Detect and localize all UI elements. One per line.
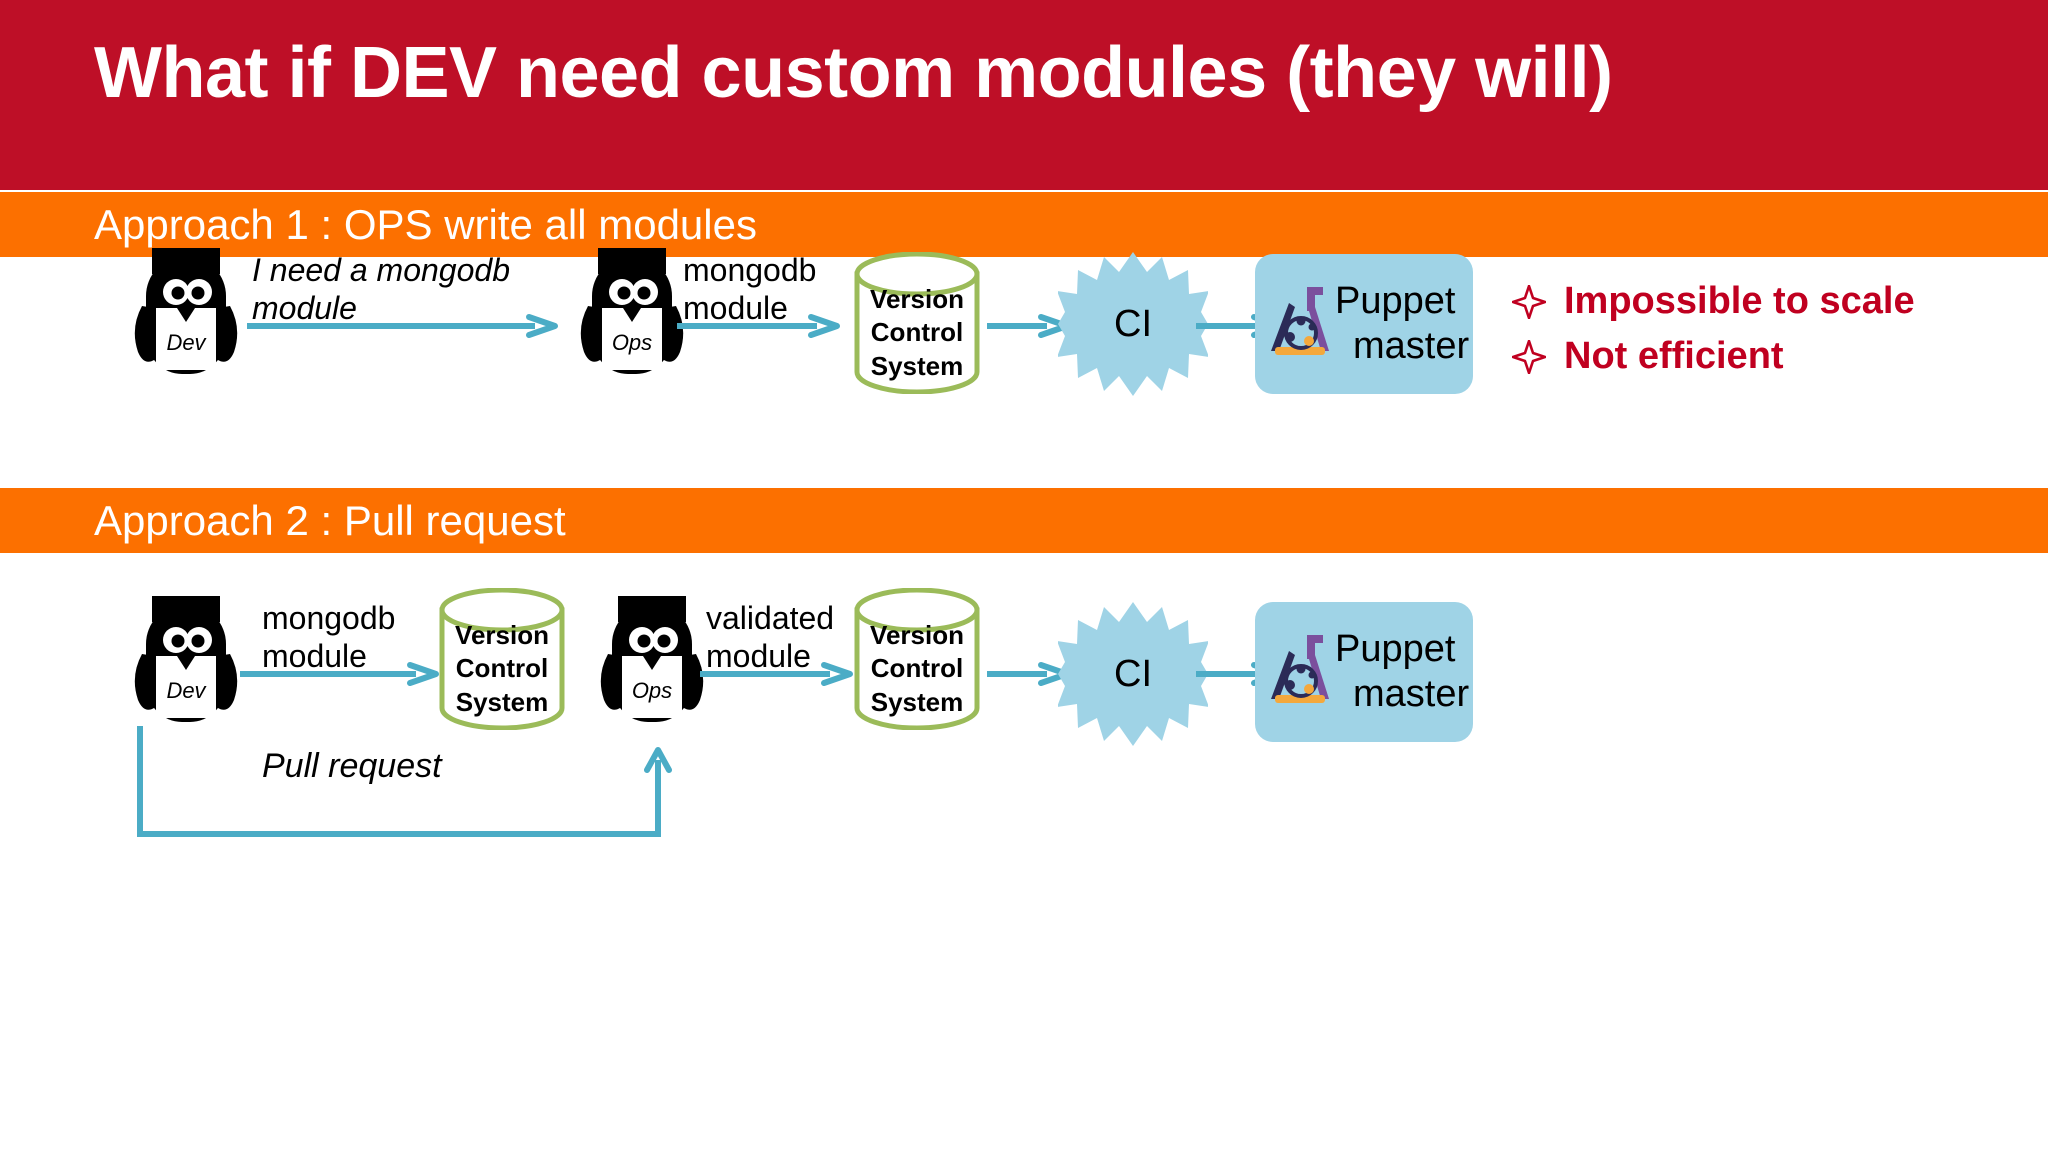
star-bullet-icon bbox=[1512, 339, 1546, 374]
burst-ci-2: CI bbox=[1058, 600, 1208, 748]
diagram-approach-1: Dev I need a mongodb module Ops mongod bbox=[0, 248, 2048, 488]
cylinder-vcs-1: Version Control System bbox=[853, 252, 981, 394]
page-title: What if DEV need custom modules (they wi… bbox=[94, 33, 1613, 113]
cylinder-vcs-2a-line1: Version bbox=[455, 620, 549, 651]
cylinder-vcs-2a-line3: System bbox=[455, 686, 549, 717]
cylinder-vcs-1-line3: System bbox=[870, 350, 964, 381]
bullet-item-2: Not efficient bbox=[1512, 335, 2012, 378]
node-puppet-master-1-label: Puppet master bbox=[1331, 279, 1473, 369]
section-bar-approach-1 bbox=[0, 192, 2048, 257]
arrow-label-ops-to-vcs-2: validated module bbox=[706, 600, 835, 674]
arrow-vcs-to-ci-1 bbox=[987, 314, 1070, 338]
node-puppet-master-2: Puppet master bbox=[1255, 602, 1473, 742]
cylinder-vcs-2b-line2: Control bbox=[870, 653, 964, 684]
bullet-item-1-label: Impossible to scale bbox=[1564, 280, 1915, 322]
cylinder-vcs-1-line2: Control bbox=[870, 317, 964, 348]
cylinder-vcs-1-text: Version Control System bbox=[853, 252, 981, 404]
burst-ci-1-label: CI bbox=[1114, 302, 1152, 345]
cylinder-vcs-2a-line2: Control bbox=[455, 653, 549, 684]
arrow-pull-request bbox=[136, 722, 676, 842]
cylinder-vcs-2a-text: Version Control System bbox=[438, 588, 566, 740]
penguin-ops-1: Ops bbox=[578, 248, 686, 378]
penguin-ops-2-label: Ops bbox=[631, 678, 673, 703]
penguin-ops-1-label: Ops bbox=[611, 330, 653, 355]
star-bullet-icon bbox=[1512, 284, 1546, 319]
node-puppet-master-1: Puppet master bbox=[1255, 254, 1473, 394]
arrow-vcs-to-ci-2 bbox=[987, 662, 1070, 686]
penguin-dev-1-label: Dev bbox=[166, 330, 206, 355]
cylinder-vcs-2a: Version Control System bbox=[438, 588, 566, 730]
node-puppet-master-2-label: Puppet master bbox=[1331, 627, 1473, 717]
bullet-item-2-label: Not efficient bbox=[1564, 335, 1784, 377]
section-label-approach-2: Approach 2 : Pull request bbox=[94, 497, 566, 544]
puppet-label-line2: master bbox=[1353, 673, 1470, 715]
diagram-approach-2: Dev mongodb module Version Control Syste… bbox=[0, 554, 2048, 837]
puppet-logo-icon-2 bbox=[1263, 629, 1331, 716]
bullet-item-1: Impossible to scale bbox=[1512, 280, 2012, 323]
section-bar-approach-2 bbox=[0, 488, 2048, 553]
burst-ci-1: CI bbox=[1058, 250, 1208, 398]
title-bar bbox=[0, 0, 2048, 190]
arrow-ops-to-vcs-2 bbox=[700, 662, 853, 686]
section-label-approach-1: Approach 1 : OPS write all modules bbox=[94, 201, 757, 248]
bullet-list-approach-1: Impossible to scale Not efficient bbox=[1512, 280, 2012, 390]
puppet-label-line1: Puppet bbox=[1335, 280, 1456, 323]
penguin-dev-1: Dev bbox=[132, 248, 240, 378]
cylinder-vcs-2b-line3: System bbox=[870, 686, 964, 717]
arrow-label-dev-to-vcs-2: mongodb module bbox=[262, 600, 396, 674]
cylinder-vcs-2b-line1: Version bbox=[870, 620, 964, 651]
penguin-dev-2: Dev bbox=[132, 596, 240, 726]
puppet-logo-icon-1 bbox=[1263, 281, 1331, 368]
arrow-label-dev-to-ops-1: I need a mongodb module bbox=[252, 252, 510, 326]
cylinder-vcs-2b-text: Version Control System bbox=[853, 588, 981, 740]
arrow-label-ops-to-vcs-1: mongodb module bbox=[683, 252, 817, 326]
arrow-ops-to-vcs-1 bbox=[677, 314, 840, 338]
arrow-dev-to-vcs-2 bbox=[240, 662, 439, 686]
puppet-label-line2: master bbox=[1353, 325, 1470, 367]
cylinder-vcs-2b: Version Control System bbox=[853, 588, 981, 730]
cylinder-vcs-1-line1: Version bbox=[870, 284, 964, 315]
penguin-ops-2: Ops bbox=[598, 596, 706, 726]
arrow-dev-to-ops-1 bbox=[247, 314, 558, 338]
arrow-label-pull-request: Pull request bbox=[262, 747, 442, 785]
burst-ci-2-label: CI bbox=[1114, 652, 1152, 695]
penguin-dev-2-label: Dev bbox=[166, 678, 206, 703]
puppet-label-line1: Puppet bbox=[1335, 628, 1456, 671]
